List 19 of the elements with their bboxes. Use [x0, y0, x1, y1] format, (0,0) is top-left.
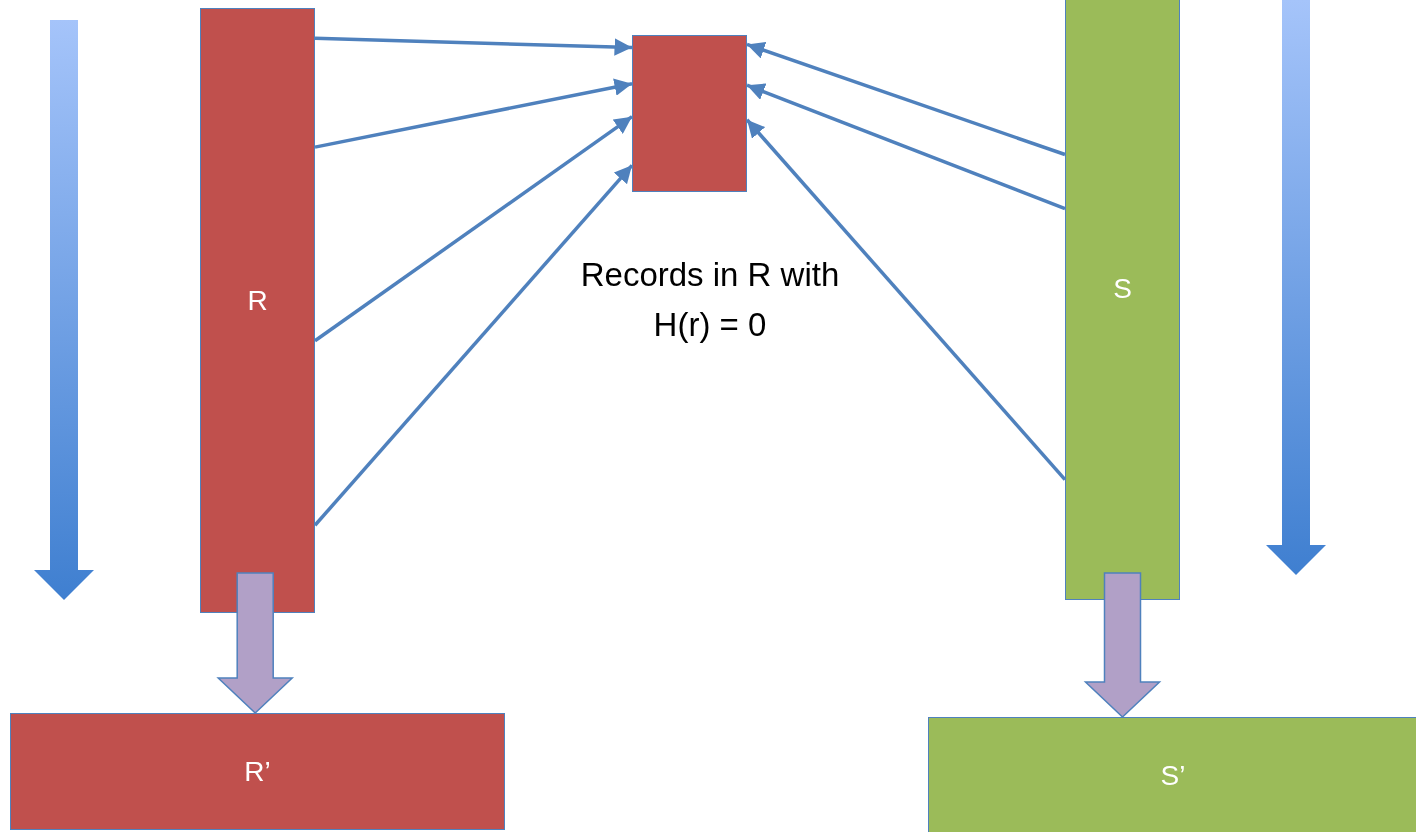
block-arrow [216, 572, 295, 715]
arrow [313, 164, 634, 527]
labeled-bar [1065, 0, 1180, 600]
arrow [314, 115, 633, 343]
arrow [314, 36, 633, 56]
labeled-bar [10, 713, 505, 830]
bar-label: R’ [244, 755, 271, 788]
arrow [746, 41, 1066, 157]
bar-label: R [247, 284, 268, 317]
labeled-bar [200, 8, 315, 613]
labeled-bar [928, 717, 1416, 832]
arrow [745, 118, 1067, 481]
bar-label: S’ [1160, 759, 1186, 792]
bar-label: S [1113, 273, 1132, 305]
arrow [746, 83, 1066, 211]
empty-box [632, 35, 747, 192]
block-arrow [1083, 572, 1162, 719]
arrow [314, 78, 633, 149]
node-caption: Records in R with H(r) = 0 [580, 255, 840, 345]
